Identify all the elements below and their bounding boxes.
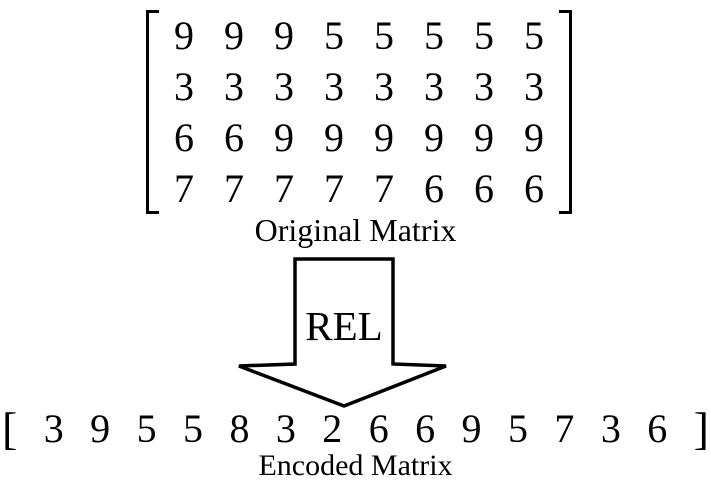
- encoded-cell-6: 2: [322, 406, 343, 451]
- matrix-cell-r2c0: 6: [174, 114, 194, 160]
- matrix-cell-r2c4: 9: [374, 114, 394, 160]
- matrix-cell-r3c2: 7: [274, 165, 294, 211]
- encoded-cell-13: 6: [647, 406, 668, 451]
- matrix-cell-r3c0: 7: [174, 165, 194, 211]
- matrix-cell-r3c4: 7: [374, 165, 394, 211]
- matrix-cell-r1c7: 3: [524, 63, 544, 109]
- matrix-cell-r1c2: 3: [274, 63, 294, 109]
- encoded-cell-10: 5: [507, 406, 528, 451]
- matrix-cell-r0c3: 5: [324, 12, 344, 58]
- matrix-cell-r0c2: 9: [274, 12, 294, 58]
- original-matrix-left-bracket: [146, 10, 159, 214]
- encoded-matrix-left-bracket: [: [2, 403, 18, 454]
- encoded-cell-12: 3: [600, 406, 621, 451]
- encoded-cell-2: 5: [136, 406, 157, 451]
- original-matrix-right-bracket: [559, 10, 572, 214]
- matrix-cell-r3c6: 6: [474, 165, 494, 211]
- encoded-cell-1: 9: [90, 406, 111, 451]
- matrix-cell-r1c1: 3: [224, 63, 244, 109]
- matrix-cell-r0c0: 9: [174, 12, 194, 58]
- matrix-cell-r1c0: 3: [174, 63, 194, 109]
- matrix-cell-r3c3: 7: [324, 165, 344, 211]
- matrix-cell-r1c4: 3: [374, 63, 394, 109]
- matrix-cell-r0c7: 5: [524, 12, 544, 58]
- encoded-cell-3: 5: [183, 406, 204, 451]
- matrix-cell-r3c7: 6: [524, 165, 544, 211]
- encoded-matrix-right-bracket: ]: [693, 403, 709, 454]
- rel-transform-label: REL: [305, 303, 383, 349]
- encoded-cell-8: 6: [415, 406, 436, 451]
- matrix-cell-r0c6: 5: [474, 12, 494, 58]
- matrix-cell-r2c3: 9: [324, 114, 344, 160]
- down-arrow-icon: [238, 257, 447, 408]
- encoded-cell-0: 3: [43, 406, 64, 451]
- matrix-cell-r0c5: 5: [424, 12, 444, 58]
- encoded-cell-7: 6: [368, 406, 389, 451]
- encoded-cell-11: 7: [554, 406, 575, 451]
- matrix-cell-r2c5: 9: [424, 114, 444, 160]
- matrix-cell-r3c5: 6: [424, 165, 444, 211]
- matrix-cell-r2c2: 9: [274, 114, 294, 160]
- encoded-cell-9: 9: [461, 406, 482, 451]
- encoded-cell-4: 8: [229, 406, 250, 451]
- matrix-cell-r1c6: 3: [474, 63, 494, 109]
- matrix-cell-r2c1: 6: [224, 114, 244, 160]
- matrix-cell-r1c3: 3: [324, 63, 344, 109]
- matrix-cell-r0c4: 5: [374, 12, 394, 58]
- matrix-cell-r0c1: 9: [224, 12, 244, 58]
- matrix-cell-r1c5: 3: [424, 63, 444, 109]
- matrix-cell-r2c7: 9: [524, 114, 544, 160]
- encoded-cell-5: 3: [275, 406, 296, 451]
- matrix-cell-r2c6: 9: [474, 114, 494, 160]
- original-matrix-caption: Original Matrix: [254, 212, 457, 248]
- matrix-cell-r3c1: 7: [224, 165, 244, 211]
- encoded-matrix-caption: Encoded Matrix: [258, 449, 453, 482]
